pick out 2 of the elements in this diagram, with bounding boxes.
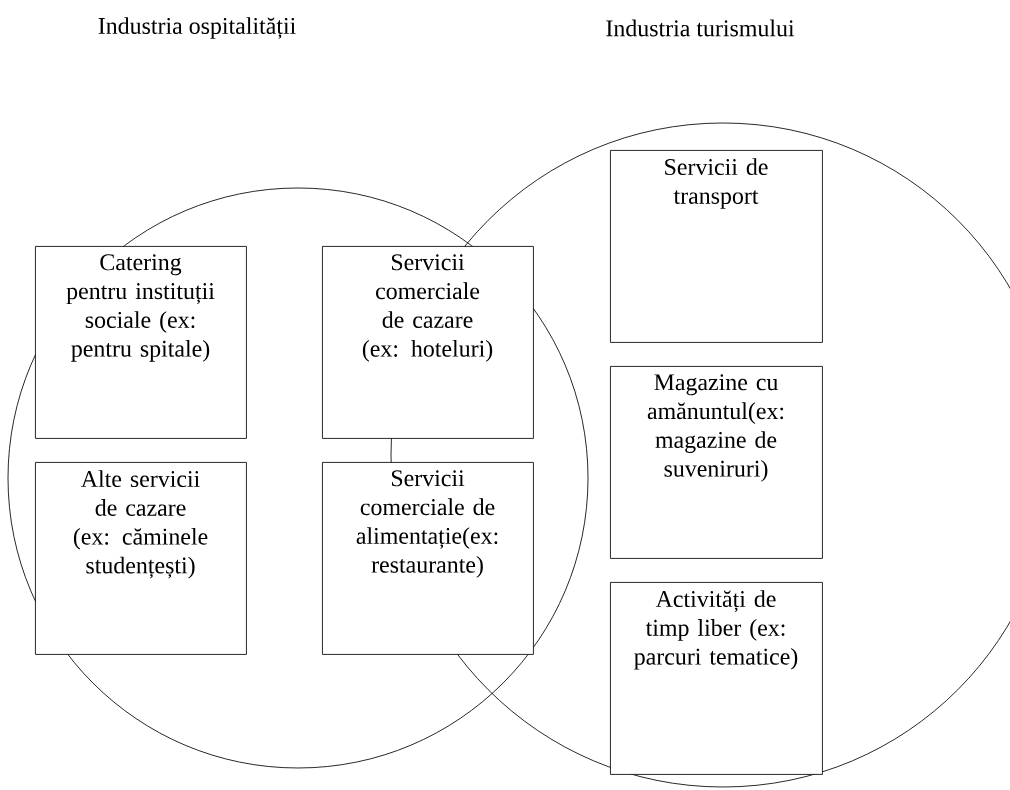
heading: Industria ospitalității [98,17,296,39]
heading: Industria turismului [606,19,795,37]
